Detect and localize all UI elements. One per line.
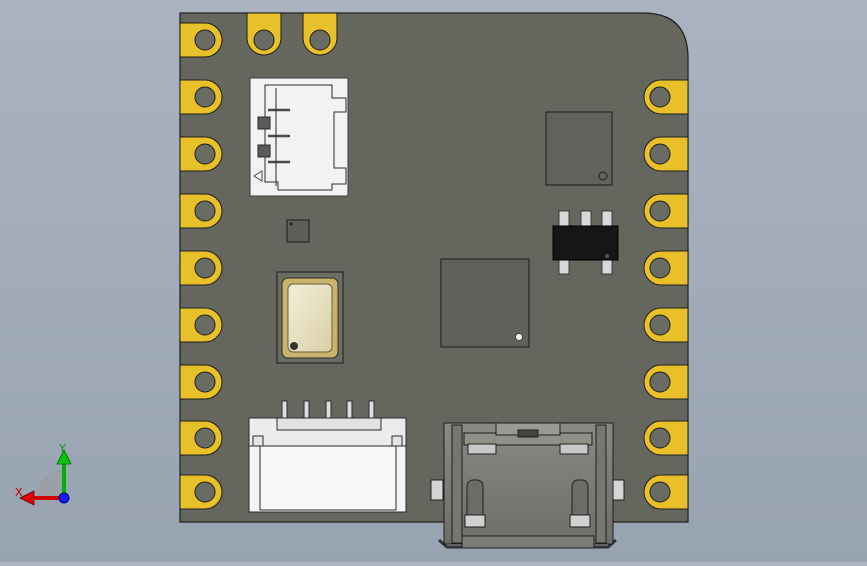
castellated-pad xyxy=(643,250,689,286)
crystal-oscillator xyxy=(276,271,344,364)
axis-triad: X Y xyxy=(10,440,80,510)
castellated-pad xyxy=(179,307,223,343)
castellated-pad xyxy=(643,307,689,343)
castellated-pad xyxy=(246,12,282,56)
castellated-pad xyxy=(179,22,223,58)
sot23-regulator xyxy=(552,210,619,275)
castellated-pad xyxy=(643,364,689,400)
flash-chip xyxy=(545,111,613,186)
castellated-pad xyxy=(643,420,689,456)
castellated-pad xyxy=(643,474,689,510)
jst-connector xyxy=(248,400,407,513)
castellated-pad xyxy=(179,136,223,172)
castellated-pad xyxy=(302,12,338,56)
castellated-pad xyxy=(179,250,223,286)
castellated-pad xyxy=(643,193,689,229)
axis-triad-icon xyxy=(19,449,72,506)
castellated-pad xyxy=(179,420,223,456)
z-axis-dot xyxy=(58,492,70,504)
axis-x-label: X xyxy=(15,486,23,499)
usb-c-connector xyxy=(430,422,625,549)
axis-y-label: Y xyxy=(59,442,66,455)
top-castellated-pads xyxy=(246,12,338,56)
left-castellated-pads xyxy=(179,22,223,510)
castellated-pad xyxy=(179,193,223,229)
castellated-pad xyxy=(643,136,689,172)
castellated-pad xyxy=(179,364,223,400)
mcu-chip xyxy=(440,258,530,348)
castellated-pad xyxy=(179,79,223,115)
right-castellated-pads xyxy=(643,79,689,510)
microsd-slot xyxy=(249,77,349,197)
small-ic-chip xyxy=(286,219,310,243)
castellated-pad xyxy=(643,79,689,115)
castellated-pad xyxy=(179,474,223,510)
